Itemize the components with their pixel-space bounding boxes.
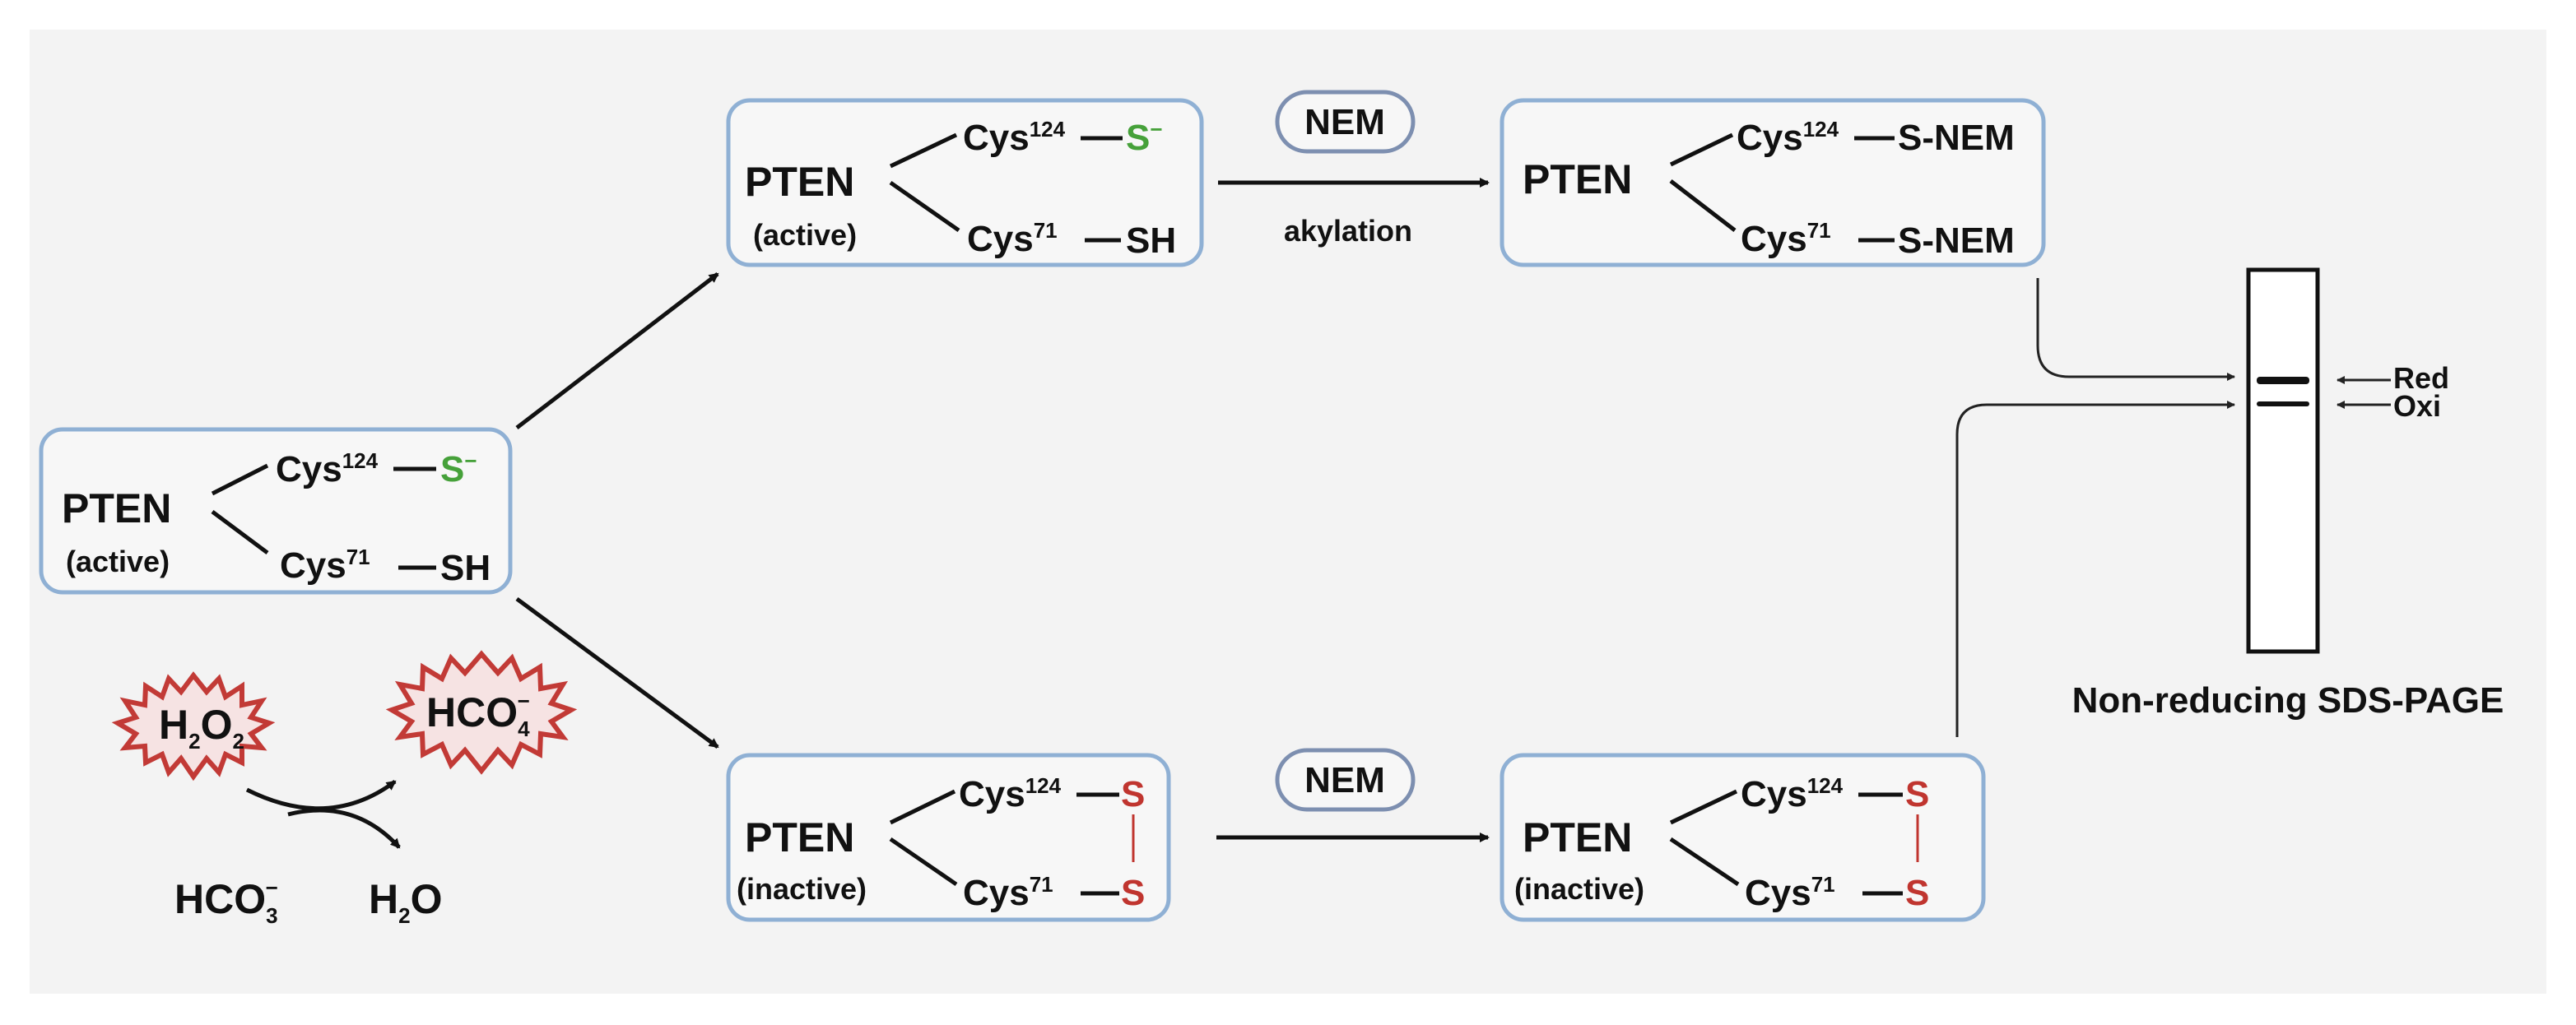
thiolate-label: S− [440, 448, 477, 489]
bottom-inactive-pten-box: PTEN (inactive) Cys124 S Cys71 S [726, 753, 1171, 922]
active-label: (active) [753, 218, 857, 252]
start-pten-box: PTEN (active) Cys124 S− Cys71 SH [39, 427, 513, 595]
sulfur-upper: S [1121, 774, 1145, 814]
cys124-label: Cys124 [1737, 117, 1839, 158]
s-nem-upper: S-NEM [1898, 118, 2015, 158]
bond-lower [1669, 179, 1737, 232]
pten-label: PTEN [745, 814, 854, 860]
bond-lower [211, 509, 269, 555]
arrow-to-inactive [515, 596, 719, 749]
pten-label: PTEN [62, 485, 171, 531]
bottom-nem-inactive-pten-box: PTEN (inactive) Cys124 S Cys71 S [1500, 753, 1986, 922]
cys71-label: Cys71 [1745, 872, 1835, 913]
h2o-label: H2O [369, 876, 442, 928]
band-oxidized [2257, 401, 2309, 406]
nem-pill [1275, 748, 1416, 812]
arrow-to-hco4 [245, 779, 397, 811]
h2o2-label: H2O2 [159, 702, 244, 754]
h2o2-starburst: H2O2 [111, 671, 276, 782]
bond-upper [1669, 789, 1738, 825]
thiol-label: SH [440, 548, 491, 588]
thiolate-label: S− [1126, 117, 1163, 158]
hco4-label: HCO4− [426, 689, 530, 741]
bond-lower [1669, 837, 1740, 887]
pten-label: PTEN [1523, 156, 1632, 202]
box-border [726, 98, 1204, 267]
bond-lower [889, 837, 958, 887]
top-nem-pten-box: PTEN Cys124 S-NEM Cys71 S-NEM [1500, 98, 2046, 267]
sds-page-gel: Red Oxi Non-reducing SDS-PAGE [2072, 267, 2504, 721]
cys124-label: Cys124 [963, 117, 1066, 158]
connector-from-inactive-box [1955, 401, 2235, 737]
starburst-shape [385, 650, 578, 775]
nem-label: NEM [1304, 760, 1385, 800]
box-border [726, 753, 1171, 922]
hco3-label: HCO3− [174, 875, 278, 928]
arrow-to-h2o [287, 808, 401, 849]
cys124-label: Cys124 [1741, 773, 1844, 814]
sulfur-upper: S [1905, 774, 1929, 814]
cys124-label: Cys124 [959, 773, 1062, 814]
active-label: (active) [66, 545, 170, 578]
box-border [1500, 98, 2046, 267]
nem-pill [1275, 90, 1416, 154]
pten-label: PTEN [1523, 814, 1632, 860]
box-border [39, 427, 513, 595]
sulfur-lower: S [1121, 873, 1145, 913]
gel-lane [2246, 267, 2320, 654]
cys71-label: Cys71 [963, 872, 1053, 913]
starburst-shape [111, 671, 276, 782]
band-reduced [2257, 377, 2309, 384]
sulfur-lower: S [1905, 873, 1929, 913]
nem-top: NEM [1275, 90, 1416, 154]
oxi-label: Oxi [2393, 389, 2441, 423]
cys71-label: Cys71 [967, 218, 1058, 259]
bond-upper [1669, 132, 1734, 167]
connector-from-nem-box [2036, 278, 2235, 381]
bond-upper [889, 789, 956, 825]
nem-label: NEM [1304, 102, 1385, 142]
red-label: Red [2393, 361, 2449, 395]
gel-title: Non-reducing SDS-PAGE [2072, 680, 2504, 721]
nem-bottom: NEM [1275, 748, 1416, 812]
inactive-label: (inactive) [737, 872, 867, 906]
bond-lower [889, 180, 960, 233]
pten-label: PTEN [745, 159, 854, 205]
inactive-label: (inactive) [1514, 872, 1644, 906]
s-nem-lower: S-NEM [1898, 220, 2015, 261]
alkylation-label: akylation [1284, 214, 1412, 248]
cys71-label: Cys71 [280, 545, 370, 586]
bond-upper [889, 132, 958, 169]
hco4-starburst: HCO4− [385, 650, 578, 775]
cys124-label: Cys124 [276, 448, 379, 489]
cys71-label: Cys71 [1741, 218, 1831, 259]
top-active-pten-box: PTEN (active) Cys124 S− Cys71 SH [726, 98, 1204, 267]
thiol-label: SH [1126, 220, 1176, 261]
arrow-to-active [515, 272, 719, 429]
bond-upper [211, 463, 269, 496]
